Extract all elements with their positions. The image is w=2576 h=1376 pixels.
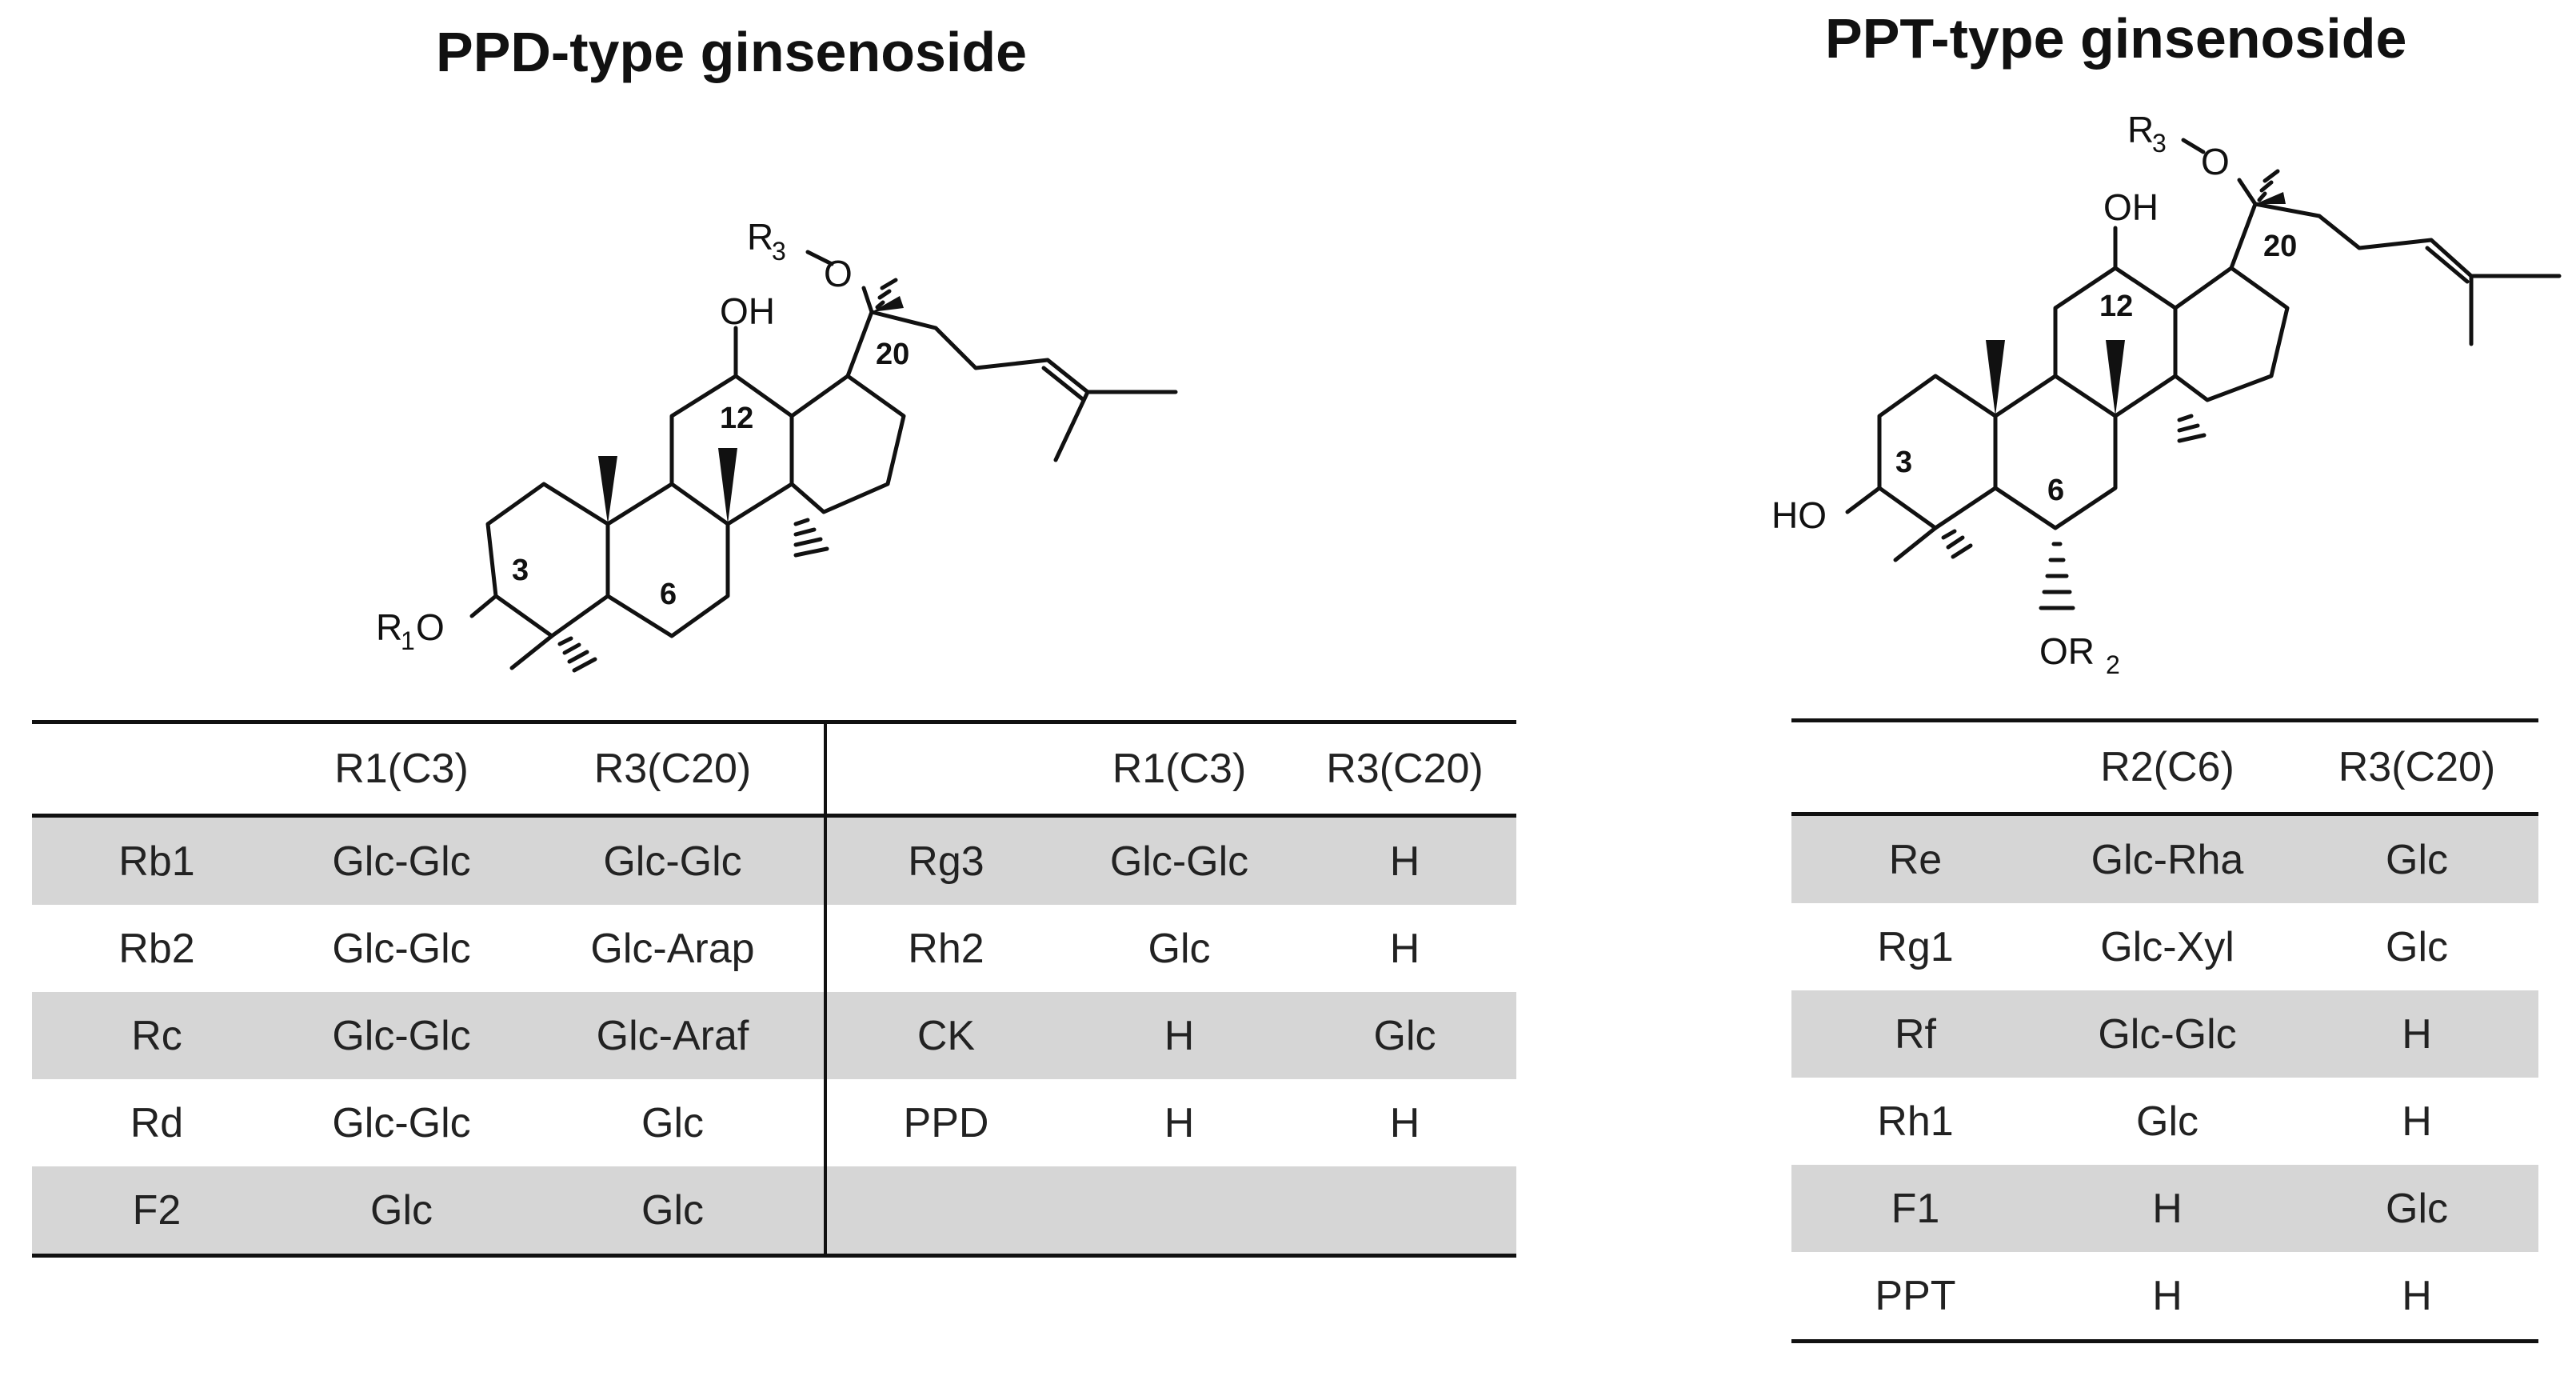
ppd-header-r3: R3(C20) — [521, 722, 825, 818]
table-cell: Glc-Glc — [521, 815, 825, 905]
ppt-c12-label: 12 — [2099, 290, 2133, 323]
table-cell: H — [2039, 1165, 2295, 1252]
table-row: Rb1 Glc-Glc Glc-Glc Rg3 Glc-Glc H — [32, 815, 1516, 905]
table-cell: PPT — [1875, 1272, 1956, 1319]
ppt-r3-label: R — [2127, 109, 2154, 150]
table-row: Rg1 Glc-Xyl Glc — [1791, 903, 2538, 990]
table-cell — [1293, 1166, 1516, 1256]
table-cell: F1 — [1791, 1165, 2039, 1252]
table-cell: Glc-Glc — [332, 925, 471, 972]
table-cell: Glc-Arap — [590, 925, 755, 972]
table-cell: Glc — [1293, 992, 1516, 1079]
table-cell: Glc-Glc — [2039, 990, 2295, 1078]
ppd-r3-subscript: 3 — [772, 237, 786, 266]
ppd-oh-label: OH — [720, 290, 775, 332]
ppt-c3-label: 3 — [1895, 446, 1912, 479]
table-cell: Glc-Glc — [282, 992, 521, 1079]
table-cell: Glc — [2386, 923, 2448, 970]
table-cell: Glc-Xyl — [2100, 923, 2235, 970]
table-cell: H — [1164, 1099, 1195, 1146]
table-row: Rf Glc-Glc H — [1791, 990, 2538, 1078]
table-cell: Glc-Glc — [282, 815, 521, 905]
table-cell: H — [2402, 1098, 2432, 1145]
table-cell: H — [1293, 815, 1516, 905]
ppt-ho-label: HO — [1771, 494, 1827, 536]
table-cell: Glc — [521, 1166, 825, 1256]
ppd-c6-label: 6 — [660, 578, 677, 611]
table-cell: Rf — [1791, 990, 2039, 1078]
table-row: F2 Glc Glc — [32, 1166, 1516, 1256]
ppt-c6-label: 6 — [2047, 474, 2064, 507]
ppd-r1-subscript: 1 — [401, 626, 415, 655]
table-row: Rb2 Glc-Glc Glc-Arap Rh2 Glc H — [32, 905, 1516, 992]
ppd-c20-label: 20 — [876, 338, 909, 371]
table-cell: Glc — [282, 1166, 521, 1256]
table-cell: H — [2152, 1272, 2183, 1319]
table-cell — [1065, 1166, 1293, 1256]
table-cell: Glc-Araf — [521, 992, 825, 1079]
ppt-o-top: O — [2201, 141, 2230, 182]
table-cell: Glc — [2136, 1098, 2199, 1145]
table-cell: H — [1065, 992, 1293, 1079]
table-row: Rh1 Glc H — [1791, 1078, 2538, 1165]
table-cell: Rc — [32, 992, 282, 1079]
ppd-header-r1-2: R1(C3) — [1065, 722, 1293, 818]
table-row: PPT H H — [1791, 1252, 2538, 1342]
ppd-o-left: O — [416, 606, 445, 648]
table-cell: Rb1 — [32, 815, 282, 905]
ppd-table: R1(C3) R3(C20) R1(C3) R3(C20) Rb1 Glc-Gl… — [32, 720, 1516, 1258]
ppd-c12-label: 12 — [720, 402, 753, 435]
table-cell: Glc — [641, 1099, 704, 1146]
table-row: F1 H Glc — [1791, 1165, 2538, 1252]
ppt-title: PPT-type ginsenoside — [1825, 7, 2407, 70]
table-cell: PPD — [824, 1079, 1065, 1166]
table-row: Rc Glc-Glc Glc-Araf CK H Glc — [32, 992, 1516, 1079]
table-cell: Glc — [2295, 1165, 2538, 1252]
ppt-r3-subscript: 3 — [2152, 129, 2167, 158]
ppt-or2-subscript: 2 — [2106, 650, 2120, 679]
table-cell — [824, 1166, 1065, 1256]
table-cell: Rg1 — [1877, 923, 1954, 970]
ppt-header-name — [1791, 720, 2039, 816]
table-cell: Glc-Glc — [332, 1099, 471, 1146]
ppt-c20-label: 20 — [2263, 230, 2297, 263]
ppd-title: PPD-type ginsenoside — [436, 21, 1028, 83]
ppd-header-r1: R1(C3) — [282, 722, 521, 818]
ppt-table-header: R2(C6) R3(C20) — [1791, 720, 2538, 816]
ppt-table: R2(C6) R3(C20) Re Glc-Rha Glc Rg1 Glc-Xy… — [1791, 718, 2538, 1343]
table-cell: Rg3 — [824, 815, 1065, 905]
ppt-or2-label: OR — [2039, 630, 2095, 672]
table-cell: H — [2295, 990, 2538, 1078]
table-row: Rd Glc-Glc Glc PPD H H — [32, 1079, 1516, 1166]
ppt-header-r3: R3(C20) — [2295, 720, 2538, 816]
ppt-header-r2: R2(C6) — [2039, 720, 2295, 816]
ppd-r1-label: R — [376, 606, 402, 648]
table-cell: H — [1389, 925, 1420, 972]
table-cell: Glc-Glc — [1065, 815, 1293, 905]
table-cell: H — [1389, 1099, 1420, 1146]
table-cell: F2 — [32, 1166, 282, 1256]
table-cell: Re — [1791, 814, 2039, 903]
table-cell: Glc — [2295, 814, 2538, 903]
ppt-oh-label: OH — [2103, 186, 2159, 228]
table-cell: Rd — [130, 1099, 184, 1146]
table-cell: Rh2 — [824, 905, 1065, 992]
ppd-r3-label: R — [747, 216, 773, 258]
table-cell: Glc-Rha — [2039, 814, 2295, 903]
table-cell: Rh1 — [1877, 1098, 1954, 1145]
ppd-header-name-2 — [824, 722, 1065, 818]
table-row: Re Glc-Rha Glc — [1791, 814, 2538, 903]
table-cell: H — [2402, 1272, 2432, 1319]
ppd-c3-label: 3 — [512, 554, 529, 587]
ppd-o-top: O — [824, 253, 853, 294]
table-cell: Rb2 — [118, 925, 195, 972]
ppd-header-name — [32, 722, 282, 818]
table-cell: Glc — [1148, 925, 1211, 972]
ppd-table-header: R1(C3) R3(C20) R1(C3) R3(C20) — [32, 722, 1516, 818]
ppd-header-r3-2: R3(C20) — [1293, 722, 1516, 818]
table-cell: CK — [824, 992, 1065, 1079]
